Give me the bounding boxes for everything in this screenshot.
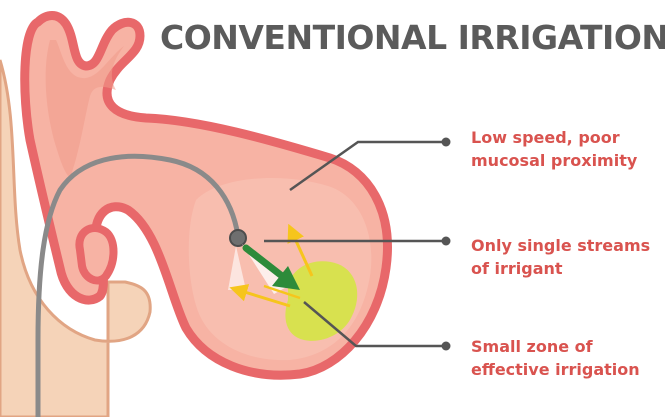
callout-line: mucosal proximity <box>471 149 661 172</box>
nozzle-icon <box>230 230 246 246</box>
callout-line: Small zone of <box>471 335 661 358</box>
leader-dot <box>442 138 451 147</box>
callout-small-zone: Small zone of effective irrigation <box>471 335 661 381</box>
callout-line: effective irrigation <box>471 358 661 381</box>
callout-line: Only single streams <box>471 234 661 257</box>
turbinate <box>79 228 113 280</box>
leader-dot <box>442 342 451 351</box>
callout-low-speed: Low speed, poor mucosal proximity <box>471 126 661 172</box>
callout-single-streams: Only single streams of irrigant <box>471 234 661 280</box>
callout-line: of irrigant <box>471 257 661 280</box>
leader-dot <box>442 237 451 246</box>
diagram-title: CONVENTIONAL IRRIGATION <box>160 18 660 57</box>
callout-line: Low speed, poor <box>471 126 661 149</box>
